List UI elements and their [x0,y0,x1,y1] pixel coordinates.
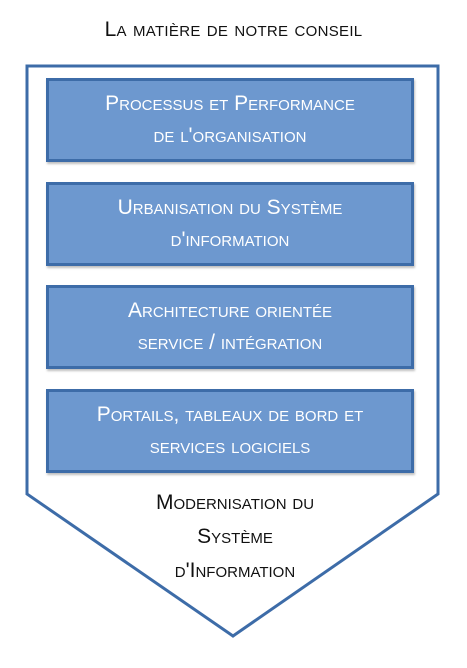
layer-process-performance: Processus et Performance de l'organisati… [46,78,414,162]
diagram-title: La matière de notre conseil [104,18,363,41]
footer-line1: Modernisation du [155,491,315,514]
shield-footer-label: Modernisation du Système d'Information [90,486,380,588]
footer-line3: d'Information [174,559,296,582]
layer-label-line1: Portails, tableaux de bord et [96,403,364,426]
layer-label-line1: Architecture orientée [127,299,333,322]
layer-label-line2: services logiciels [149,435,311,458]
layer-label-line1: Urbanisation du Système [117,196,343,219]
layer-portails: Portails, tableaux de bord et services l… [46,389,414,473]
layer-label-line1: Processus et Performance [105,92,355,115]
layer-urbanisation: Urbanisation du Système d'information [46,182,414,266]
layer-label-line2: service / intégration [137,331,323,354]
layer-label-line2: d'information [170,228,290,251]
footer-line2: Système [197,525,273,548]
layer-label-line2: de l'organisation [153,124,307,147]
layer-architecture-soa: Architecture orientée service / intégrat… [46,285,414,369]
